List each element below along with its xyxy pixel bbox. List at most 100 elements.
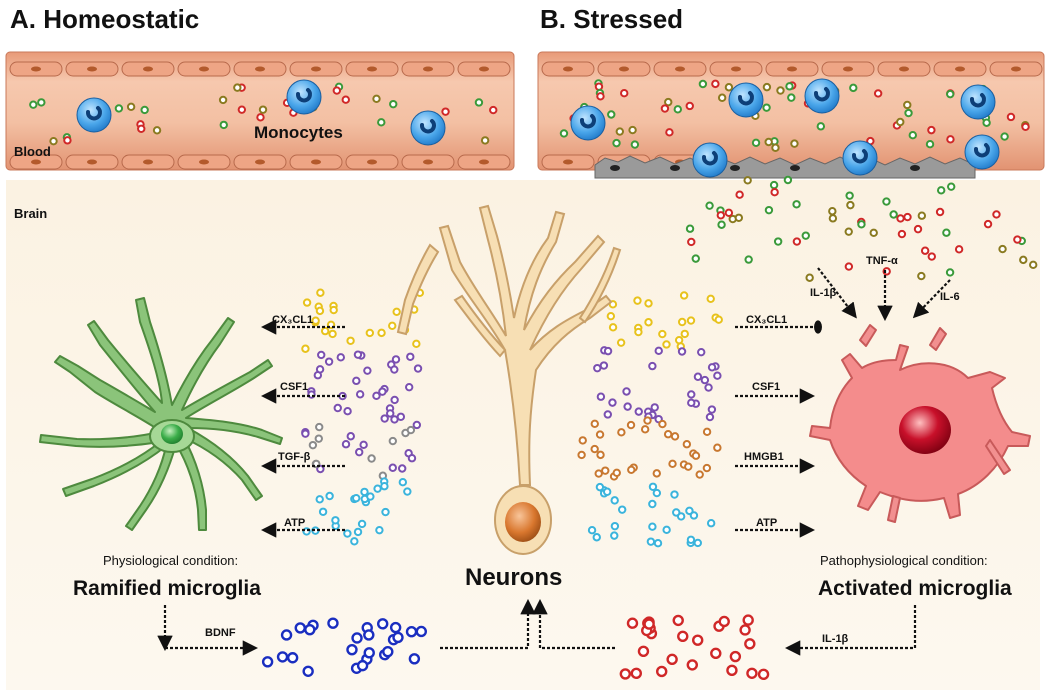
molecule-dot (762, 82, 772, 92)
molecule-dot (936, 186, 946, 195)
monocyte-nucleus (580, 114, 596, 129)
molecule-dot (716, 211, 726, 220)
molecule-dot (316, 288, 325, 297)
cluster-dot (726, 664, 738, 677)
molecule-dot (700, 375, 710, 385)
molecule-dot (302, 298, 312, 307)
endothelial-nucleus (255, 159, 265, 165)
endothelial-nucleus (675, 66, 685, 72)
molecule-dot (857, 220, 866, 229)
molecule-dot (355, 447, 364, 457)
molecule-dot (359, 440, 368, 450)
molecule-dot (917, 211, 927, 220)
molecule-dot (366, 492, 375, 501)
molecule-dot (685, 224, 695, 233)
cluster-dot (672, 614, 684, 627)
molecule-dot (942, 228, 951, 237)
molecule-dot (316, 464, 325, 474)
molecule-dot (329, 305, 338, 315)
cytokine-il1b: IL-1β (810, 287, 837, 299)
monocyte-cell (410, 110, 446, 146)
molecule-dot (679, 291, 689, 300)
molecule-dot (698, 79, 708, 89)
molecule-dot (596, 92, 605, 101)
molecule-dot (787, 93, 796, 102)
left-signal-cx3cl1: CX₃CL1 (272, 314, 313, 326)
molecule-dot (315, 365, 325, 374)
molecule-dot (648, 499, 657, 509)
molecule-dot (680, 329, 689, 339)
molecule-dot (704, 383, 713, 392)
activated-microglia-nucleus (899, 406, 951, 454)
left-signal-atp: ATP (284, 517, 305, 529)
molecule-dot (388, 321, 397, 331)
panel-a-title: A. Homeostatic (10, 4, 199, 34)
molecule-dot (397, 464, 407, 473)
molecule-dot (353, 350, 363, 359)
endothelial-nucleus (1011, 66, 1021, 72)
cluster-dot (415, 625, 428, 638)
cluster-dot (304, 623, 316, 636)
molecule-dot (652, 488, 662, 498)
molecule-dot (1013, 235, 1022, 244)
molecule-dot (219, 120, 228, 130)
cluster-dot (742, 614, 754, 626)
molecule-dot (367, 454, 376, 463)
molecule-dot (954, 245, 964, 254)
molecule-dot (331, 516, 340, 525)
endothelial-nucleus (31, 66, 41, 72)
damaged-cell-nucleus (790, 165, 800, 171)
molecule-dot (346, 432, 355, 441)
molecule-dot (648, 522, 657, 531)
molecule-dot (764, 205, 774, 215)
molecule-dot (29, 100, 38, 109)
molecule-dot (378, 387, 387, 396)
cluster-dot (408, 653, 421, 665)
left-signal-csf1: CSF1 (280, 381, 308, 393)
molecule-dot (620, 88, 629, 98)
endothelial-nucleus (563, 159, 573, 165)
molecule-dot (377, 118, 386, 127)
molecule-dot (314, 434, 323, 443)
monocyte-nucleus (974, 143, 990, 158)
damaged-cell-nucleus (610, 165, 620, 171)
molecule-dot (610, 521, 620, 531)
molecule-dot (691, 254, 700, 263)
molecule-dot (927, 252, 936, 261)
molecule-dot (882, 197, 891, 206)
monocytes-label: Monocytes (254, 123, 343, 142)
monocytes (76, 78, 1000, 178)
molecule-dot (630, 140, 640, 149)
monocyte-nucleus (814, 87, 830, 102)
molecule-dot (1021, 122, 1030, 132)
molecule-dot (627, 465, 636, 475)
blood-label: Blood (14, 144, 51, 159)
molecule-dot (673, 105, 683, 114)
molecule-dot (917, 271, 926, 281)
molecule-dot (682, 440, 692, 449)
molecule-dot (687, 237, 696, 247)
molecule-dot (849, 83, 858, 93)
molecule-dot (594, 469, 603, 478)
molecule-dot (686, 316, 696, 325)
endothelial-nucleus (143, 66, 153, 72)
molecule-dot (308, 440, 318, 450)
molecule-dot (785, 82, 794, 91)
molecule-dot (646, 537, 656, 546)
molecule-dot (612, 468, 621, 478)
molecule-dot (711, 79, 720, 89)
neuron-nucleus (505, 502, 541, 542)
endothelial-nucleus (423, 66, 433, 72)
molecule-dot (670, 432, 680, 441)
molecule-dot (398, 477, 408, 487)
endothelial-nucleus (479, 66, 489, 72)
bdnf-to-neurons-arrow (440, 598, 536, 650)
molecule-dot (626, 420, 636, 430)
cluster-dot (656, 665, 668, 678)
molecule-dot (903, 212, 912, 222)
endothelial-nucleus (311, 66, 321, 72)
molecule-dot (697, 347, 706, 357)
endothelial-nucleus (311, 159, 321, 165)
molecule-dot (390, 395, 399, 405)
